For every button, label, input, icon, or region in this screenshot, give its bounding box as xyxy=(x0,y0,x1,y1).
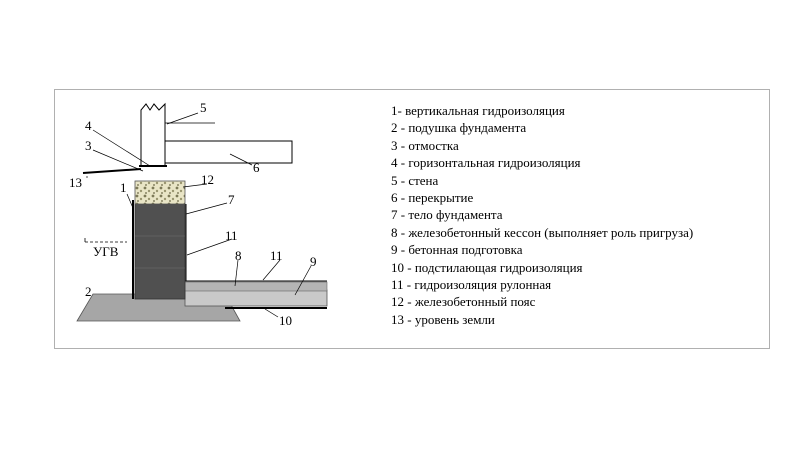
groundwater-level-label: УГВ xyxy=(93,244,119,259)
legend-item: 1- вертикальная гидроизоляция xyxy=(391,103,565,118)
legend-item: 8 - железобетонный кессон (выполняет рол… xyxy=(391,224,694,240)
legend-item: 5 - стена xyxy=(391,172,439,188)
legend-item: 10 - подстилающая гидроизоляция xyxy=(391,259,583,275)
callout-6: 6 xyxy=(253,160,260,175)
legend-item: 6 - перекрытие xyxy=(391,190,474,206)
foundation-body xyxy=(134,203,186,300)
legend-item: 3 - отмостка xyxy=(391,137,459,153)
callout-7: 7 xyxy=(228,192,235,207)
callout-5: 5 xyxy=(200,100,207,115)
legend-item: 2 - подушка фундамента xyxy=(391,120,527,136)
callout-12: 12 xyxy=(201,172,214,187)
caisson-slab xyxy=(184,281,328,292)
foundation-section-drawing: 1 2 3 4 5 6 7 8 9 10 11 11 12 13 УГВ xyxy=(69,100,328,328)
legend-item: 12 - железобетонный пояс xyxy=(391,294,536,310)
callout-1: 1 xyxy=(120,180,127,195)
callout-4: 4 xyxy=(85,118,92,133)
callout-9: 9 xyxy=(310,254,317,269)
callout-11a: 11 xyxy=(225,228,238,243)
concrete-preparation xyxy=(184,289,328,307)
wall xyxy=(140,102,166,166)
legend: 1- вертикальная гидроизоляция 2 - подушк… xyxy=(391,102,693,328)
callout-10: 10 xyxy=(279,313,292,328)
legend-item: 4 - горизонтальная гидроизоляция xyxy=(391,155,581,171)
callout-3: 3 xyxy=(85,138,92,153)
callout-11b: 11 xyxy=(270,248,283,263)
legend-item: 7 - тело фундамента xyxy=(391,207,503,223)
callout-13: 13 xyxy=(69,175,82,190)
floor-slab xyxy=(164,140,293,164)
callout-8: 8 xyxy=(235,248,242,263)
reinforced-belt xyxy=(134,180,186,205)
diagram-frame: 1 2 3 4 5 6 7 8 9 10 11 11 12 13 УГВ 1- … xyxy=(54,89,770,349)
callout-2: 2 xyxy=(85,284,92,299)
legend-item: 11 - гидроизоляция рулонная xyxy=(391,277,552,293)
legend-item: 9 - бетонная подготовка xyxy=(391,242,523,258)
blind-area xyxy=(82,168,142,174)
legend-item: 13 - уровень земли xyxy=(391,311,495,327)
